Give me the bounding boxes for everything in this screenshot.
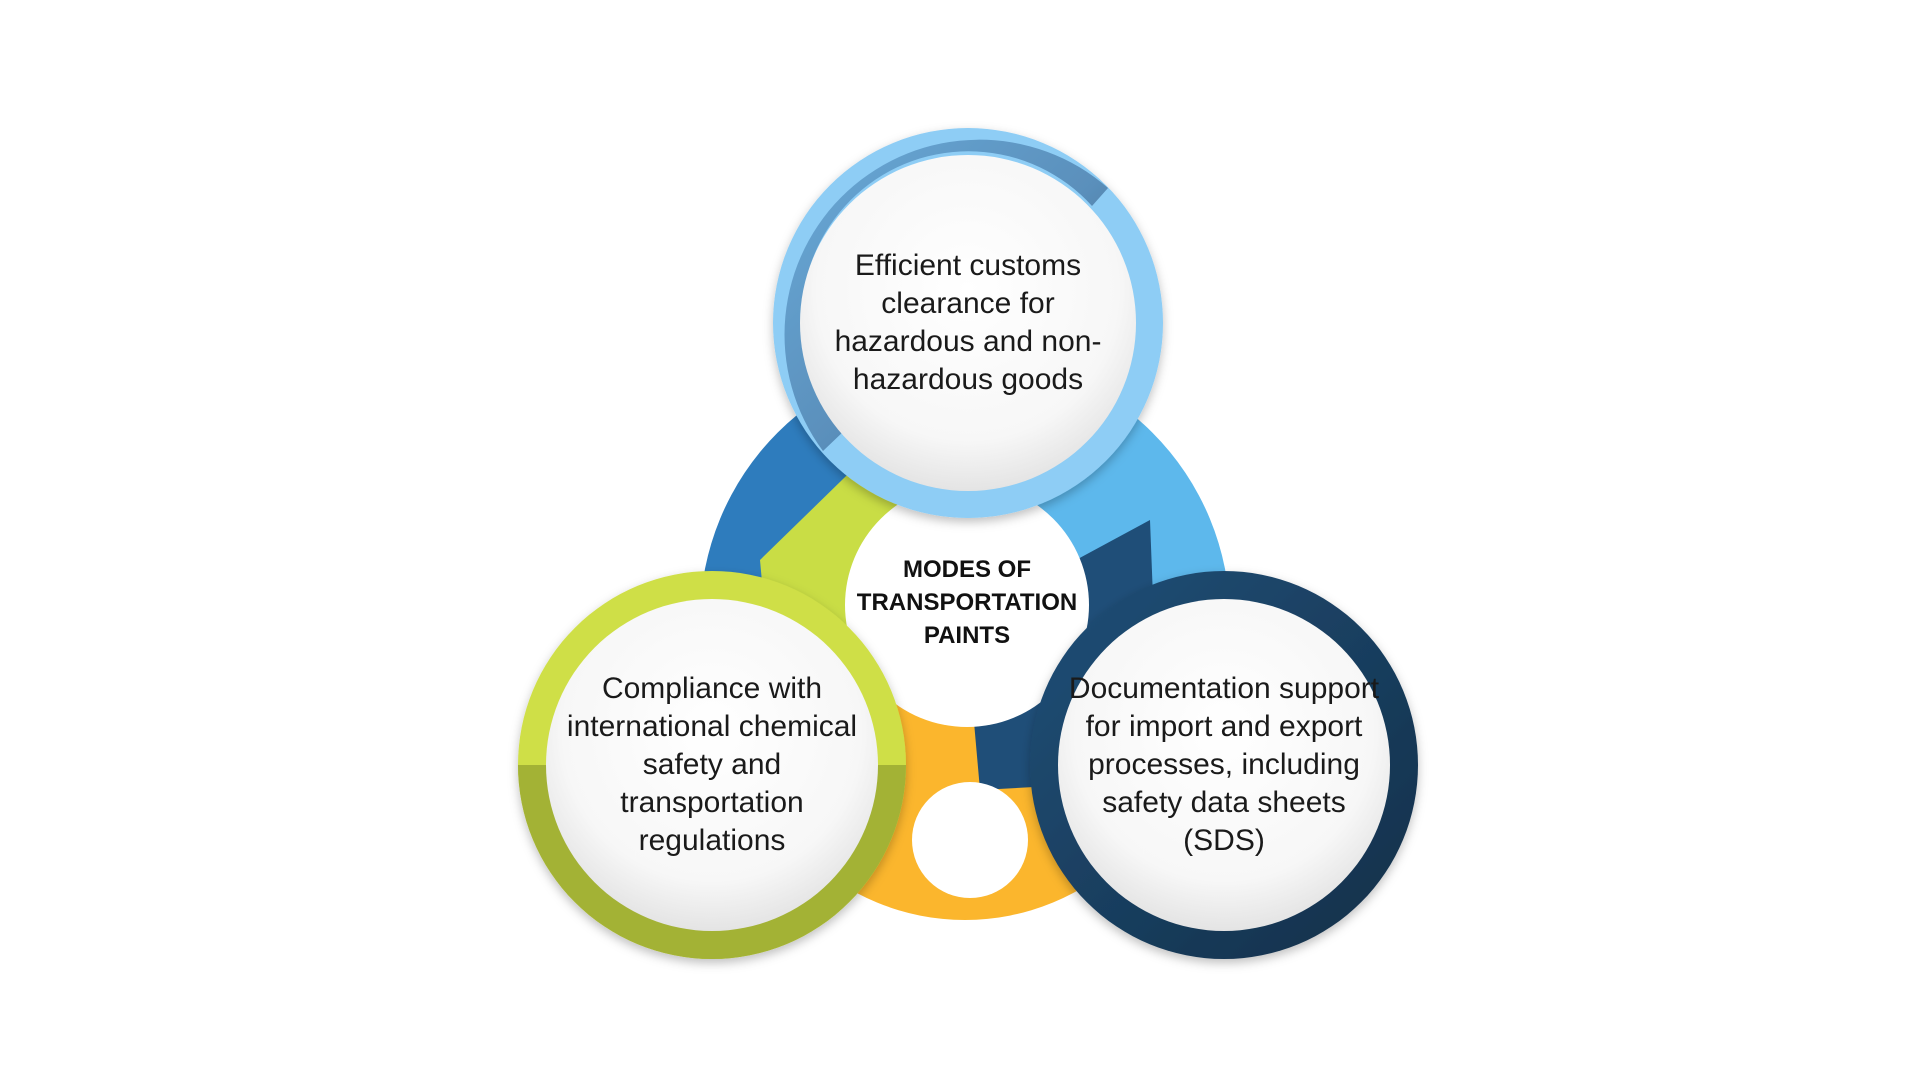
center-notch	[912, 782, 1028, 898]
node-left-text: Compliance with international chemical s…	[566, 672, 858, 857]
node-right-inner	[1058, 599, 1390, 931]
node-right-text: Documentation support for import and exp…	[1068, 672, 1380, 857]
node-right	[1030, 571, 1418, 959]
node-top	[773, 128, 1163, 518]
node-top-inner	[800, 155, 1136, 491]
center-title: MODES OF TRANSPORTATION PAINTS	[856, 555, 1078, 649]
node-left	[518, 571, 906, 959]
node-top-ring-arc	[784, 139, 1108, 451]
center-disc	[845, 483, 1089, 727]
node-top-text: Efficient customs clearance for hazardou…	[834, 249, 1102, 396]
node-left-inner	[546, 599, 878, 931]
